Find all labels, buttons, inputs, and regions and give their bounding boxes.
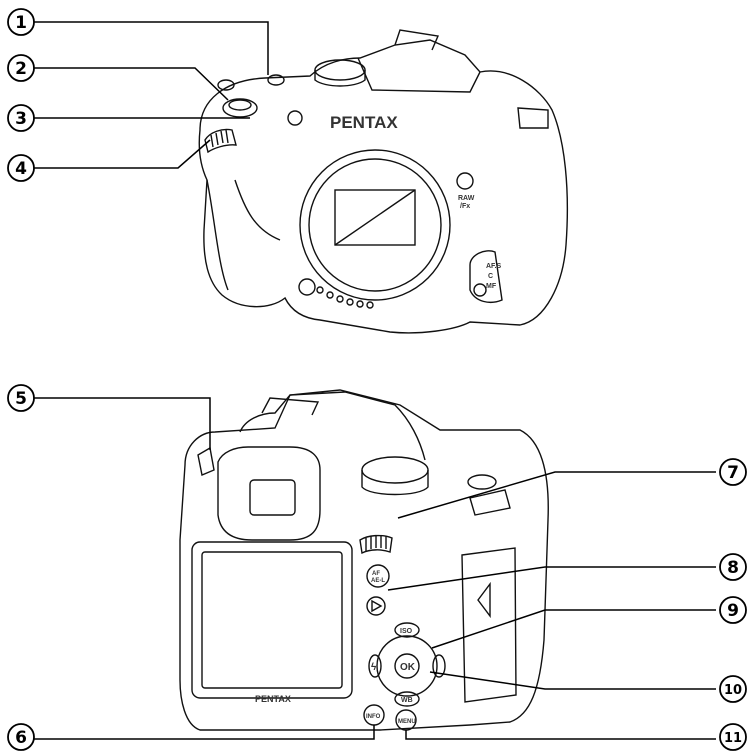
eyecup — [217, 446, 321, 541]
rear-hot-shoe — [261, 397, 320, 416]
rear-camera-body — [179, 389, 549, 731]
callout-3: 3 — [7, 104, 35, 132]
callout-8: 8 — [719, 553, 747, 581]
lcd-monitor — [191, 541, 353, 699]
front-camera-grip — [206, 179, 281, 291]
svg-text:2: 2 — [15, 59, 27, 79]
card-door — [461, 547, 517, 703]
svg-text:11: 11 — [724, 731, 742, 746]
af-assist-lamp — [287, 110, 303, 126]
playback-button[interactable] — [366, 596, 386, 616]
shutter-button — [222, 98, 258, 118]
svg-text:AF: AF — [372, 571, 380, 577]
callout-lines — [33, 21, 716, 740]
svg-text:MENU: MENU — [398, 719, 416, 725]
callout-1: 1 — [7, 8, 35, 36]
af-ael-button[interactable] — [366, 564, 390, 588]
viewfinder-window — [249, 479, 296, 516]
front-hot-shoe — [357, 29, 481, 93]
svg-text:WB: WB — [401, 697, 413, 704]
callout-9: 9 — [719, 596, 747, 624]
raw-fx-label: RAW — [458, 195, 475, 202]
svg-text:OK: OK — [400, 662, 416, 673]
left-strap — [197, 446, 215, 476]
callout-5: 5 — [7, 384, 35, 412]
callout-10: 10 — [719, 675, 747, 703]
ok-button[interactable] — [394, 653, 420, 679]
lens-mount — [299, 149, 451, 301]
front-mode-dial — [314, 59, 366, 81]
svg-text:6: 6 — [15, 728, 27, 748]
front-brand: PENTAX — [330, 113, 398, 132]
mirror — [334, 189, 416, 246]
rear-mode-dial — [361, 456, 429, 484]
svg-text:1: 1 — [15, 13, 27, 33]
svg-text:INFO: INFO — [366, 714, 381, 720]
iso-button[interactable] — [394, 622, 420, 638]
green-button — [267, 74, 285, 86]
callout-7: 7 — [719, 458, 747, 486]
right-button[interactable] — [432, 654, 446, 678]
rear-brand: PENTAX — [255, 694, 291, 704]
callout-badges: 1 2 3 4 5 6 7 8 — [7, 8, 747, 751]
rear-prism — [239, 391, 426, 461]
wb-button[interactable] — [394, 691, 420, 707]
front-e-dial — [204, 128, 237, 154]
svg-text:ISO: ISO — [400, 628, 413, 635]
svg-text:8: 8 — [727, 558, 739, 578]
flash-button[interactable] — [368, 654, 382, 678]
rear-strap-lug — [469, 489, 511, 516]
front-camera-body — [198, 39, 569, 334]
svg-text:7: 7 — [727, 463, 739, 483]
front-camera — [198, 29, 569, 334]
rear-camera — [179, 389, 549, 731]
svg-text:5: 5 — [15, 389, 27, 409]
focus-switch-label: AF.S — [486, 263, 502, 270]
callout-6: 6 — [7, 723, 35, 751]
mount-contacts — [316, 286, 374, 309]
svg-text:9: 9 — [727, 601, 739, 621]
callout-4: 4 — [7, 154, 35, 182]
svg-text:4: 4 — [15, 159, 27, 179]
raw-fx-button — [456, 172, 474, 190]
svg-text:AE-L: AE-L — [371, 578, 385, 584]
lens-release-button — [298, 278, 316, 296]
svg-text:ϟ: ϟ — [371, 662, 377, 673]
four-way-controller[interactable] — [376, 635, 438, 697]
top-button — [217, 79, 235, 91]
svg-text:C: C — [488, 273, 493, 280]
callout-2: 2 — [7, 54, 35, 82]
rear-e-dial — [359, 534, 393, 555]
callout-11: 11 — [719, 723, 747, 751]
play-icon — [371, 599, 383, 613]
front-strap-lug — [517, 107, 549, 129]
svg-text:3: 3 — [15, 109, 27, 129]
svg-text:/Fx: /Fx — [460, 203, 470, 210]
focus-mode-switch — [469, 250, 503, 303]
svg-text:MF: MF — [486, 283, 497, 290]
svg-text:10: 10 — [724, 683, 742, 698]
